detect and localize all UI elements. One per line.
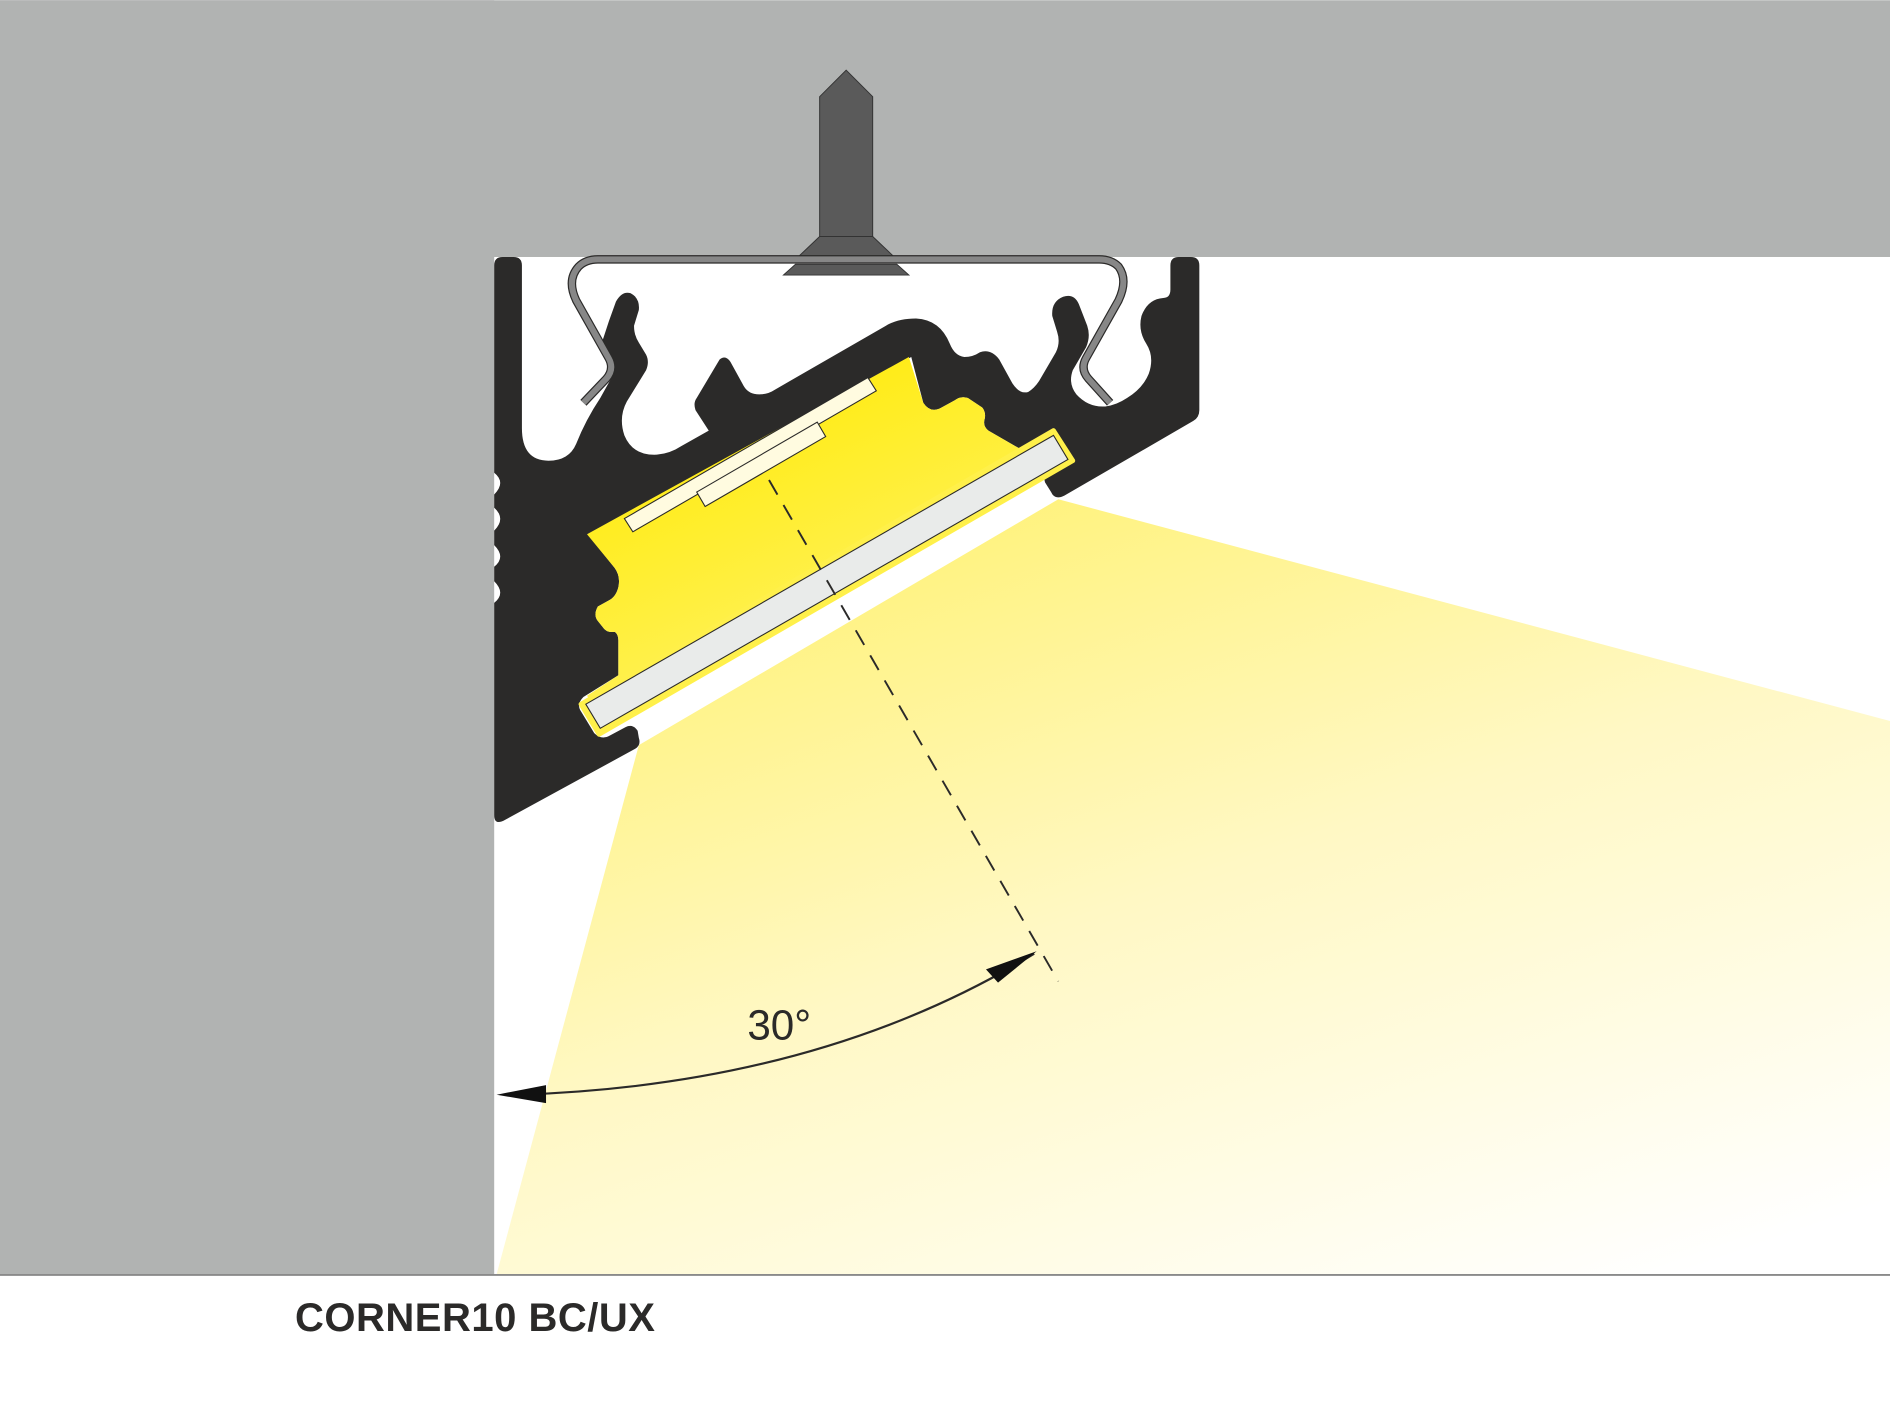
arrow-left-icon	[496, 1085, 547, 1104]
beam-angle-arc: 30°	[496, 951, 1037, 1104]
mounting-screw	[782, 69, 911, 276]
led-strip	[623, 376, 878, 533]
angle-label: 30°	[747, 1001, 811, 1048]
product-title: CORNER10 BC/UX	[295, 1296, 656, 1340]
arrow-right-icon	[985, 951, 1037, 983]
optical-axis	[768, 479, 1060, 982]
light-beam	[496, 499, 1890, 1275]
mounting-clip	[567, 255, 1128, 406]
wall	[0, 0, 495, 1275]
aluminium-profile	[494, 256, 1200, 823]
